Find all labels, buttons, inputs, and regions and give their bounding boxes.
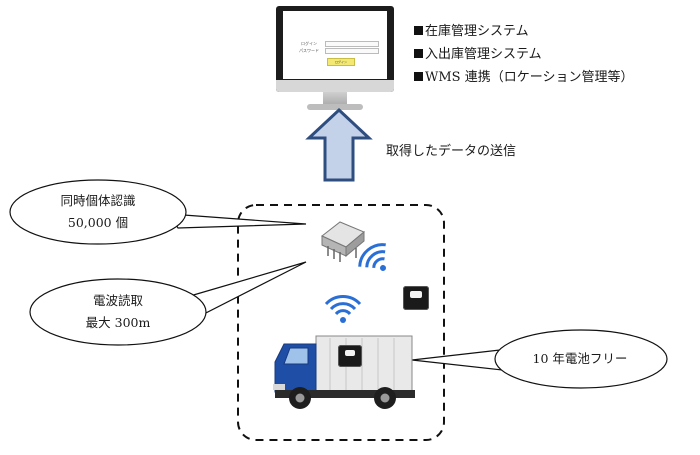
- bullet-square-icon: [414, 72, 423, 81]
- truck-icon: [273, 335, 415, 409]
- callout-range-line1: 電波読取: [92, 293, 143, 308]
- monitor-stand: [323, 92, 347, 106]
- callout-bubble-2: [29, 278, 207, 346]
- bullet-square-icon: [414, 26, 423, 35]
- callout-bubble-3: [494, 329, 668, 389]
- callout-pointer-2: [189, 261, 307, 319]
- transfer-label: 取得したデータの送信: [386, 144, 517, 159]
- password-field: [325, 48, 379, 54]
- login-id-label: ログイン: [301, 41, 317, 46]
- callout-range-line2: 最大 300m: [85, 315, 151, 330]
- callout-bubble-1: [9, 179, 187, 245]
- wifi-signal-icon: [358, 243, 386, 271]
- callout-simultaneous-line2: 50,000 個: [67, 215, 129, 230]
- upload-arrow-icon: [305, 107, 373, 182]
- bullet-square-icon: [414, 49, 423, 58]
- login-id-field: [325, 41, 379, 47]
- callout-pointer-1: [168, 213, 307, 229]
- tag-zone-boundary: [237, 204, 445, 441]
- monitor-foot: [307, 104, 363, 110]
- callout-pointer-3: [411, 349, 503, 371]
- callout-battery: 10 年電池フリー: [532, 351, 628, 366]
- callout-range: 電波読取 最大 300m: [38, 290, 198, 334]
- callout-simultaneous-line1: 同時個体認識: [60, 193, 136, 208]
- system-item-wms: WMS 連携（ロケーション管理等）: [414, 66, 633, 85]
- monitor-chin: [276, 80, 394, 92]
- monitor-screen: ログイン パスワード ログイン: [283, 11, 387, 79]
- login-button: ログイン: [327, 58, 355, 66]
- reader-device-icon: [321, 221, 365, 262]
- rfid-tag-icon: [403, 286, 429, 310]
- system-item-inout: 入出庫管理システム: [414, 43, 542, 62]
- rfid-tag-on-truck-icon: [338, 345, 362, 367]
- system-item-inventory: 在庫管理システム: [414, 20, 529, 39]
- password-label: パスワード: [299, 48, 319, 53]
- callout-simultaneous: 同時個体認識 50,000 個: [18, 190, 178, 234]
- wifi-signal-icon: [324, 294, 362, 323]
